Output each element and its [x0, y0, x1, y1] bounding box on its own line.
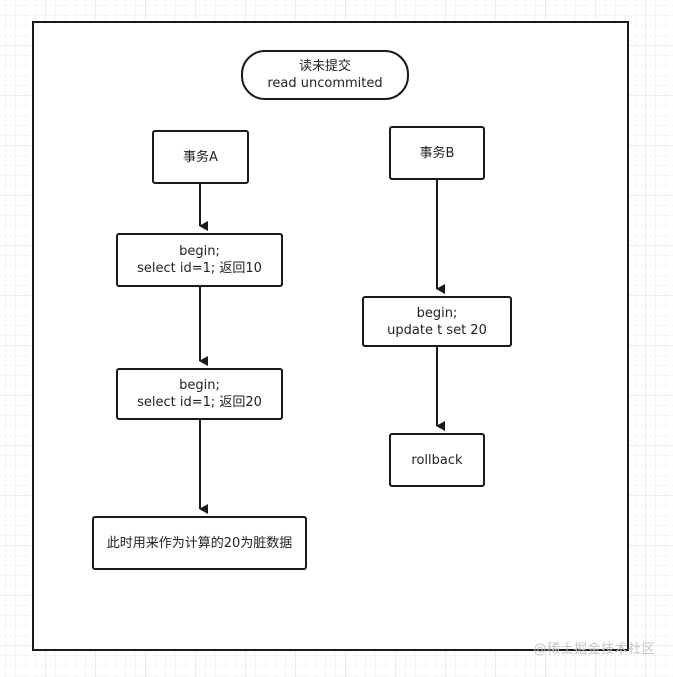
transaction-a-step-2-line-1: begin; — [179, 378, 220, 393]
transaction-b-step-2: rollback — [389, 433, 485, 487]
transaction-a-result: 此时用来作为计算的20为脏数据 — [92, 516, 307, 570]
transaction-b-step-1-line-2: update t set 20 — [387, 322, 487, 338]
watermark: @稀土掘金技术社区 — [533, 642, 655, 657]
transaction-a-step-2: begin; select id=1; 返回20 — [116, 368, 283, 420]
title-node: 读未提交 read uncommited — [241, 50, 409, 100]
transaction-a-step-1-line-2: select id=1; 返回10 — [137, 261, 262, 276]
transaction-b-label: 事务B — [419, 145, 455, 161]
title-line-2: read uncommited — [267, 76, 383, 91]
transaction-a-result-text: 此时用来作为计算的20为脏数据 — [106, 535, 293, 551]
transaction-a-step-1-line-1: begin; — [179, 244, 220, 259]
transaction-b-step-1-line-1: begin; — [416, 305, 458, 321]
title-line-1: 读未提交 — [298, 59, 351, 74]
transaction-a-step-2-line-2: select id=1; 返回20 — [137, 395, 262, 410]
transaction-a-label: 事务A — [183, 149, 218, 165]
transaction-a-step-1: begin; select id=1; 返回10 — [116, 233, 283, 287]
transaction-b-step-1: begin; update t set 20 — [362, 296, 512, 347]
transaction-a-node: 事务A — [152, 130, 249, 184]
transaction-b-node: 事务B — [389, 126, 485, 180]
transaction-b-step-2-label: rollback — [411, 452, 463, 468]
